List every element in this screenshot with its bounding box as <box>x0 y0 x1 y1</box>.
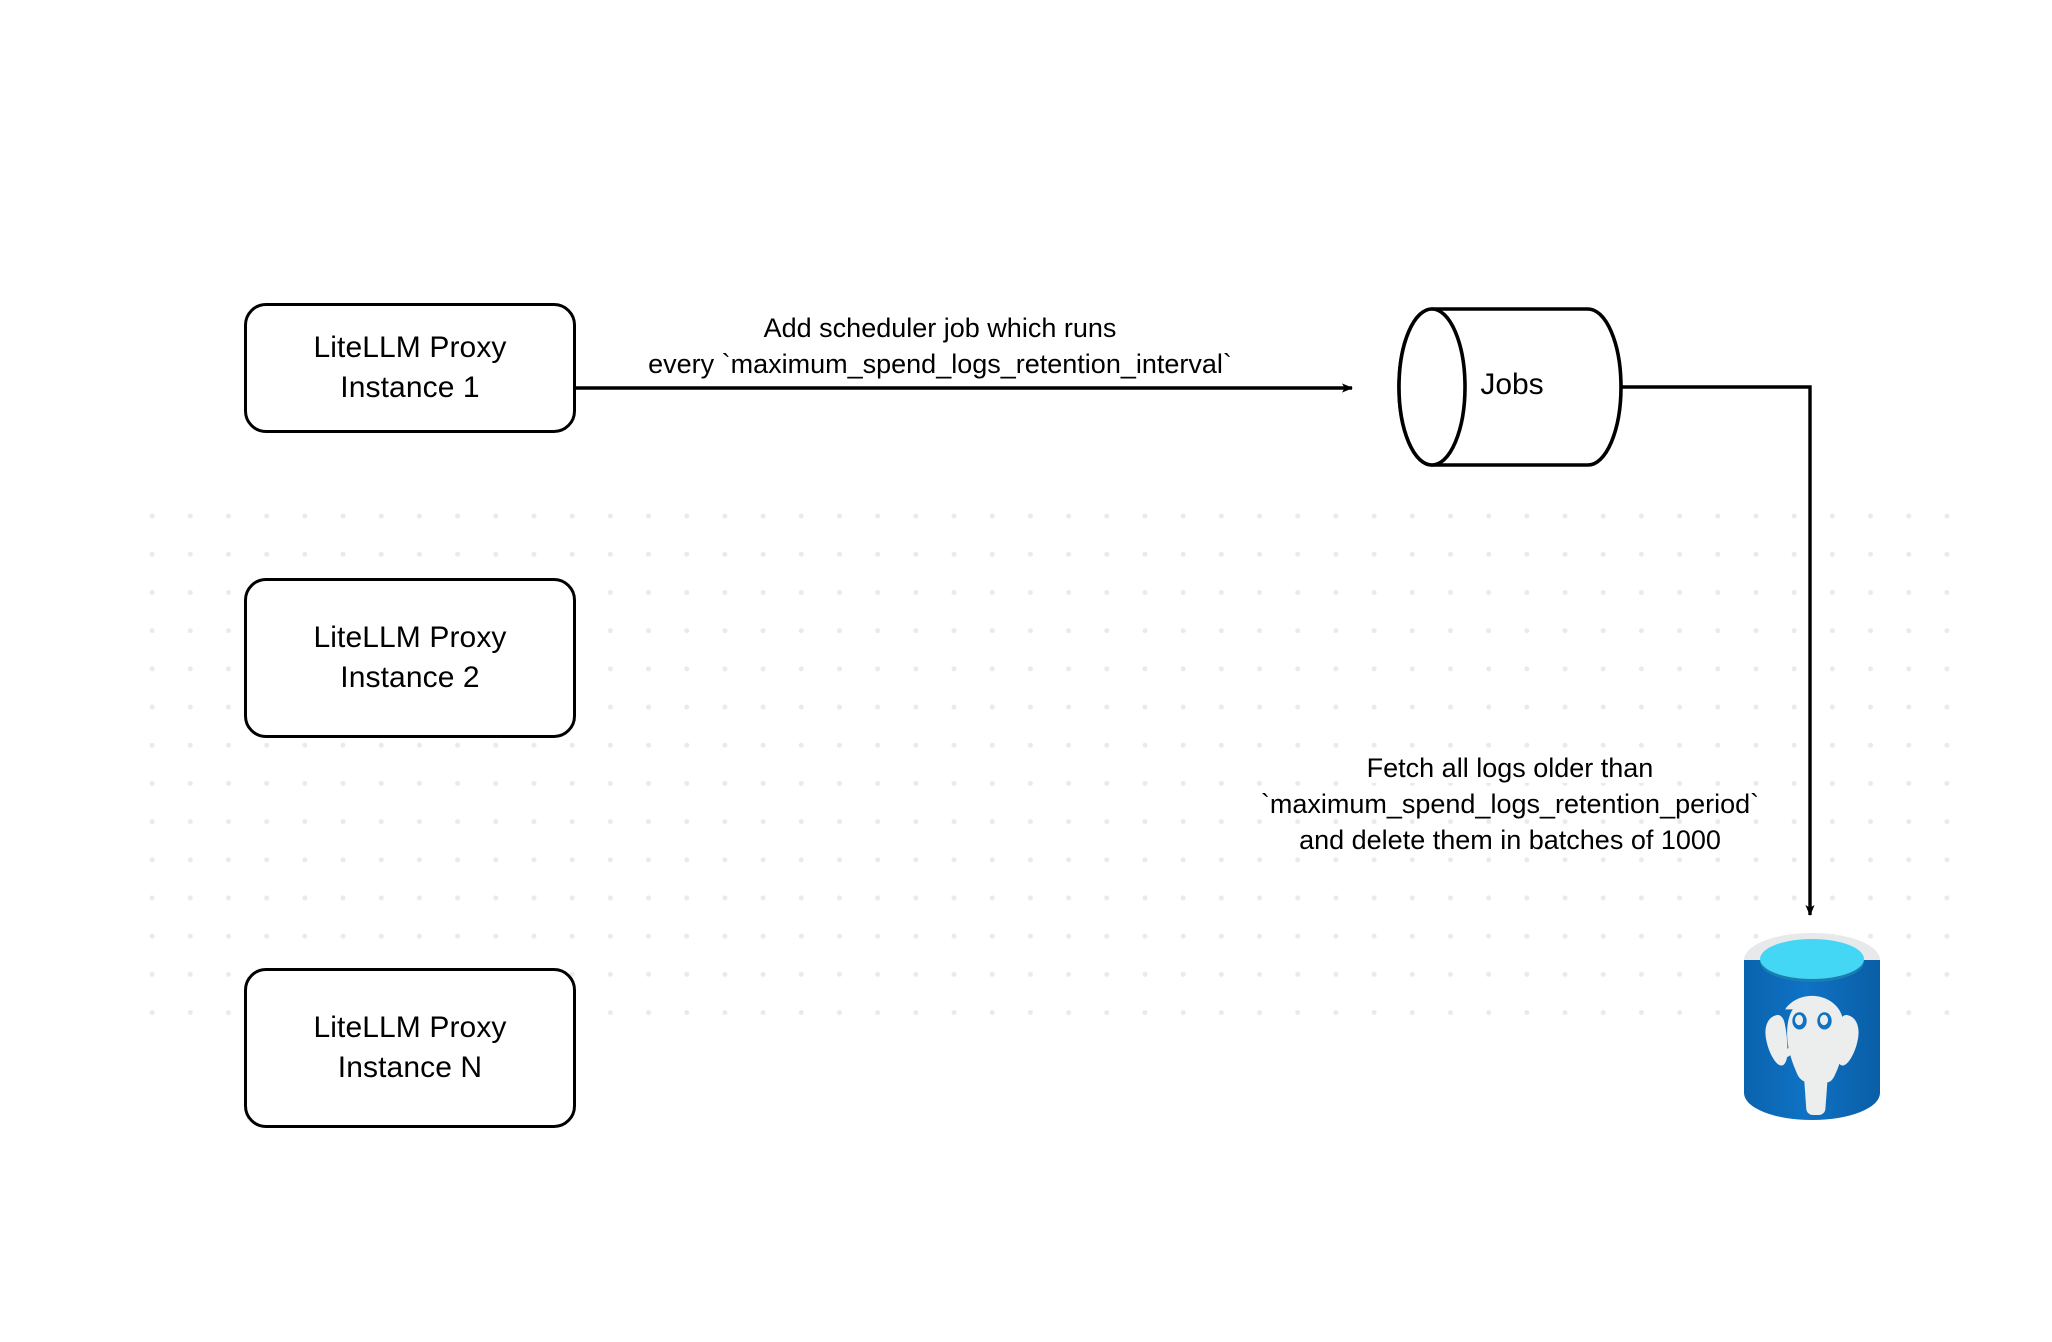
edge-label-scheduler-line1-highlight: Add scheduler <box>763 313 937 343</box>
edge-label-scheduler-line2: every `maximum_spend_logs_retention_inte… <box>648 349 1232 380</box>
node-litellm-proxy-instance-n[interactable]: LiteLLM Proxy Instance N <box>244 968 576 1128</box>
node-label-line1: LiteLLM Proxy <box>313 331 507 365</box>
node-postgresql-database[interactable] <box>1742 930 1882 1126</box>
edge-label-scheduler: Add scheduler job which runs every `maxi… <box>600 310 1280 382</box>
edge-label-scheduler-line1: Add scheduler job which runs <box>600 310 1280 346</box>
node-litellm-proxy-instance-1[interactable]: LiteLLM Proxy Instance 1 <box>244 303 576 433</box>
node-label-line2: Instance N <box>337 1051 483 1084</box>
postgresql-database-icon <box>1744 933 1880 1120</box>
edge-label-fetch-line3: and delete them in batches of 1000 <box>1299 825 1721 856</box>
node-label-line1: LiteLLM Proxy <box>313 1011 507 1045</box>
node-label-line2: Instance 1 <box>340 371 480 404</box>
node-label-jobs: Jobs <box>1480 368 1544 401</box>
edge-label-fetch: Fetch all logs older than `maximum_spend… <box>1240 750 1780 859</box>
node-label-line1: LiteLLM Proxy <box>313 621 507 655</box>
node-label-line2: Instance 2 <box>340 661 480 694</box>
edge-label-fetch-line1: Fetch all logs older than <box>1240 750 1780 786</box>
edge-label-fetch-line1-highlight: Fetch all logs older than <box>1366 753 1654 783</box>
node-litellm-proxy-instance-2[interactable]: LiteLLM Proxy Instance 2 <box>244 578 576 738</box>
edge-label-fetch-line2: `maximum_spend_logs_retention_period` <box>1260 789 1760 820</box>
edge-label-scheduler-line1-rest: job which runs <box>936 313 1117 343</box>
